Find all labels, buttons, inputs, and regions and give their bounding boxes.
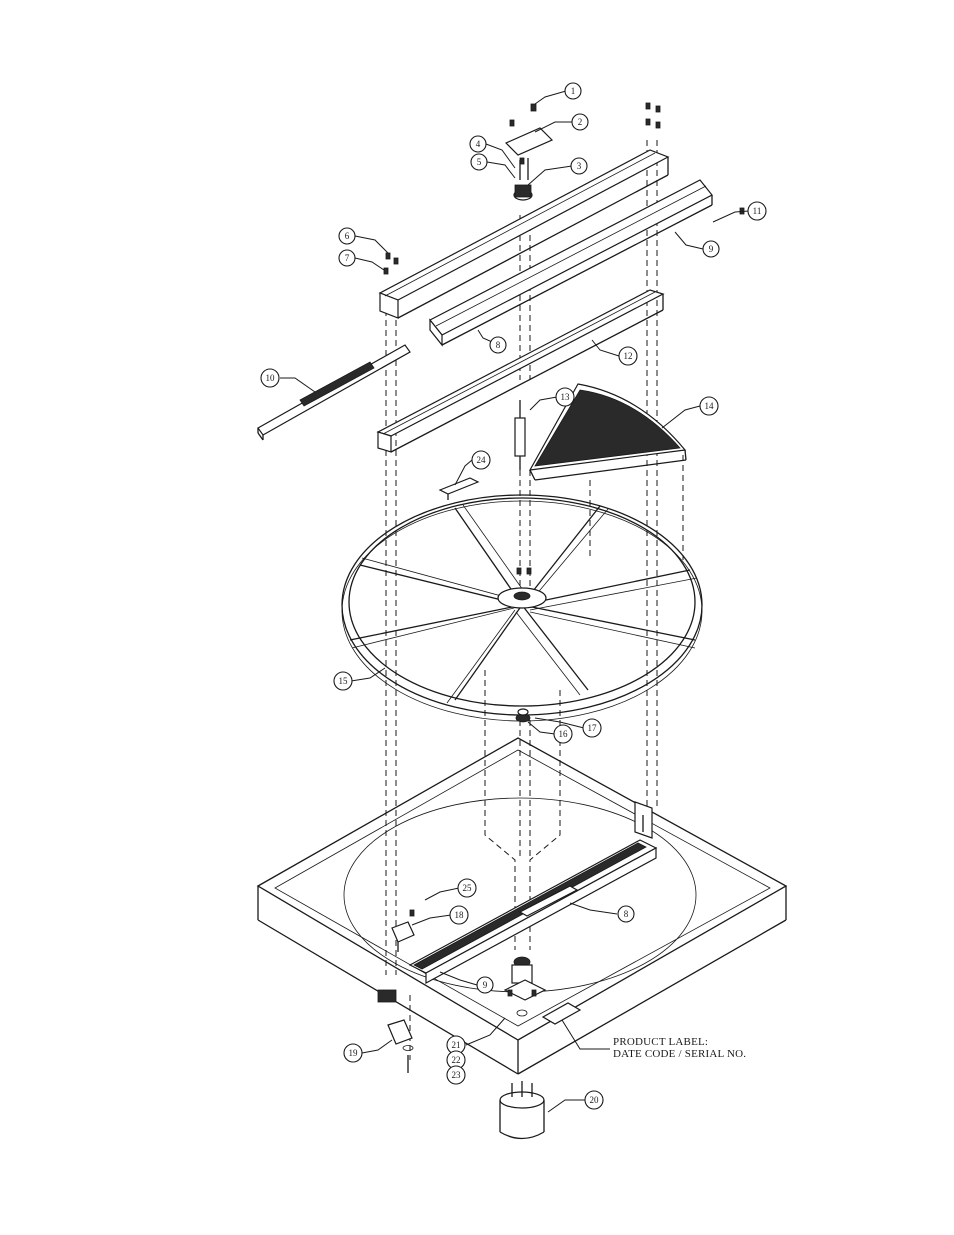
cross-rail [429, 179, 713, 347]
screw-fasteners [383, 102, 745, 997]
svg-text:6: 6 [345, 231, 350, 241]
product-label-title: PRODUCT LABEL: [613, 1036, 708, 1048]
callout-balloon-15: 15 [333, 671, 353, 691]
callout-balloon-24: 24 [471, 450, 491, 470]
callout-balloon-25: 25 [457, 878, 477, 898]
top-bearing-assembly [504, 127, 554, 201]
corner-bracket [391, 921, 415, 952]
product-label-callout: PRODUCT LABEL: DATE CODE / SERIAL NO. [613, 1036, 746, 1060]
product-label-subtitle: DATE CODE / SERIAL NO. [613, 1048, 746, 1060]
svg-text:24: 24 [477, 455, 487, 465]
callout-balloon-19: 19 [343, 1043, 363, 1063]
post-bracket [634, 801, 653, 839]
svg-text:2: 2 [578, 117, 583, 127]
callout-balloon-23: 23 [446, 1065, 466, 1085]
callout-balloon-20: 20 [584, 1090, 604, 1110]
svg-text:12: 12 [624, 351, 633, 361]
svg-text:5: 5 [477, 157, 482, 167]
motor-mount [503, 956, 547, 1017]
svg-text:8: 8 [624, 909, 629, 919]
callout-leaders [280, 90, 750, 1113]
callout-balloon-3: 3 [570, 157, 588, 175]
drive-motor [499, 1081, 545, 1140]
svg-text:10: 10 [266, 373, 276, 383]
callout-balloon-9-base: 9 [476, 976, 494, 994]
callout-balloon-2: 2 [571, 113, 589, 131]
svg-text:11: 11 [753, 206, 762, 216]
callout-balloon-12: 12 [618, 346, 638, 366]
spoked-wheel [341, 494, 703, 722]
svg-text:14: 14 [705, 401, 715, 411]
svg-text:4: 4 [476, 139, 481, 149]
callout-balloon-14: 14 [699, 396, 719, 416]
callout-balloons: 1 2 3 4 5 6 7 8 8 9 9 10 11 12 13 14 15 … [260, 82, 767, 1110]
sliding-bar [257, 344, 411, 441]
callout-balloon-13: 13 [555, 387, 575, 407]
svg-text:9: 9 [709, 244, 714, 254]
alignment-lines [385, 140, 684, 1060]
svg-text:21: 21 [452, 1040, 461, 1050]
toothed-track [408, 839, 658, 985]
callout-balloon-22: 22 [446, 1050, 466, 1070]
callout-balloon-9-top: 9 [702, 240, 720, 258]
svg-text:19: 19 [349, 1048, 359, 1058]
hub-bushing [515, 708, 531, 723]
callout-balloon-8-top: 8 [489, 336, 507, 354]
svg-text:18: 18 [455, 910, 465, 920]
callout-balloon-4: 4 [469, 135, 487, 153]
callout-balloon-1: 1 [564, 82, 582, 100]
svg-text:9: 9 [483, 980, 488, 990]
svg-text:23: 23 [452, 1070, 462, 1080]
callout-balloon-18: 18 [449, 905, 469, 925]
callout-balloon-17: 17 [582, 718, 602, 738]
svg-text:8: 8 [496, 340, 501, 350]
callout-balloon-5: 5 [470, 153, 488, 171]
svg-text:20: 20 [590, 1095, 600, 1105]
svg-text:7: 7 [345, 253, 350, 263]
svg-text:16: 16 [559, 729, 569, 739]
callout-balloon-7: 7 [338, 249, 356, 267]
top-channel-rail [378, 149, 670, 319]
callout-balloon-8-base: 8 [617, 905, 635, 923]
svg-text:1: 1 [571, 86, 576, 96]
svg-text:13: 13 [561, 392, 571, 402]
callout-balloon-11: 11 [747, 201, 767, 221]
svg-text:22: 22 [452, 1055, 461, 1065]
svg-text:25: 25 [463, 883, 473, 893]
svg-text:15: 15 [339, 676, 349, 686]
product-label-plate [541, 1002, 582, 1025]
tab-bracket [438, 477, 480, 500]
wedge-sector-plate [528, 383, 687, 481]
lower-channel-rail [376, 289, 665, 453]
side-bracket [387, 1019, 414, 1073]
wall-mount [377, 989, 397, 1003]
callout-balloon-10: 10 [260, 368, 280, 388]
svg-text:3: 3 [577, 161, 582, 171]
callout-balloon-6: 6 [338, 227, 356, 245]
callout-balloon-16: 16 [553, 724, 573, 744]
svg-text:17: 17 [588, 723, 598, 733]
drive-shaft [514, 400, 526, 470]
